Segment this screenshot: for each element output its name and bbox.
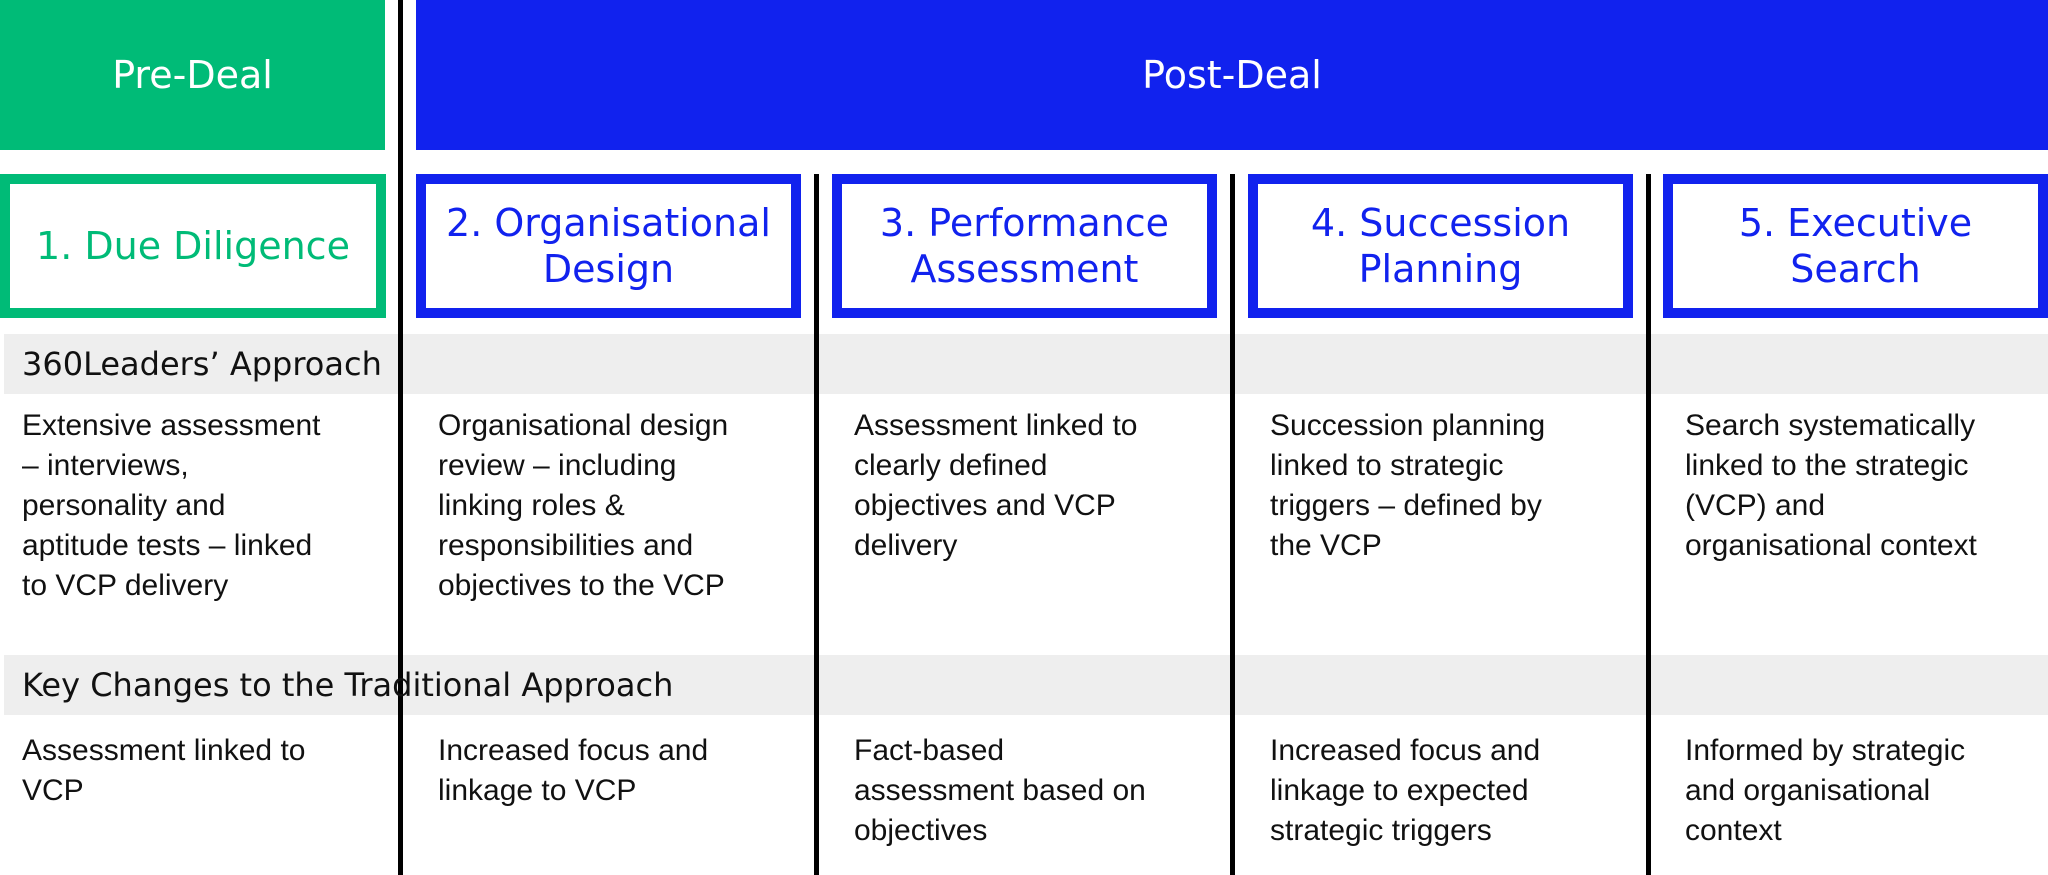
approach-cell-due-diligence: Extensive assessment– interviews,persona… bbox=[22, 409, 321, 602]
stage-title-line: Planning bbox=[1358, 247, 1523, 291]
column-divider bbox=[814, 174, 819, 875]
stage-title-line: 5. Executive bbox=[1738, 201, 1973, 245]
stage-title-line: Assessment bbox=[910, 247, 1139, 291]
approach-section-title: 360Leaders’ Approach bbox=[22, 345, 382, 383]
stage-box-succession-planning: 4. Succession Planning bbox=[1248, 174, 1633, 318]
column-divider bbox=[1230, 174, 1235, 875]
stage-box-performance-assessment: 3. Performance Assessment bbox=[832, 174, 1217, 318]
stage-box-organisational-design: 2. Organisational Design bbox=[416, 174, 801, 318]
post-deal-label: Post-Deal bbox=[1142, 53, 1322, 97]
stage-title-line: Design bbox=[542, 247, 675, 291]
stage-box-due-diligence: 1. Due Diligence bbox=[0, 174, 386, 318]
changes-section-band bbox=[4, 655, 2048, 715]
stage-title-line: 1. Due Diligence bbox=[36, 224, 350, 268]
stage-title-line: 2. Organisational bbox=[446, 201, 771, 245]
changes-section-title: Key Changes to the Traditional Approach bbox=[22, 666, 674, 704]
stage-box-executive-search: 5. Executive Search bbox=[1663, 174, 2048, 318]
stage-title-line: Search bbox=[1790, 247, 1921, 291]
column-divider bbox=[398, 0, 403, 875]
pre-deal-label: Pre-Deal bbox=[112, 53, 273, 97]
stage-title-line: 3. Performance bbox=[879, 201, 1170, 245]
stage-title-line: 4. Succession bbox=[1310, 201, 1571, 245]
column-divider bbox=[1646, 174, 1651, 875]
post-deal-banner: Post-Deal bbox=[416, 0, 2048, 150]
approach-section-band bbox=[4, 334, 2048, 394]
pre-deal-banner: Pre-Deal bbox=[0, 0, 385, 150]
